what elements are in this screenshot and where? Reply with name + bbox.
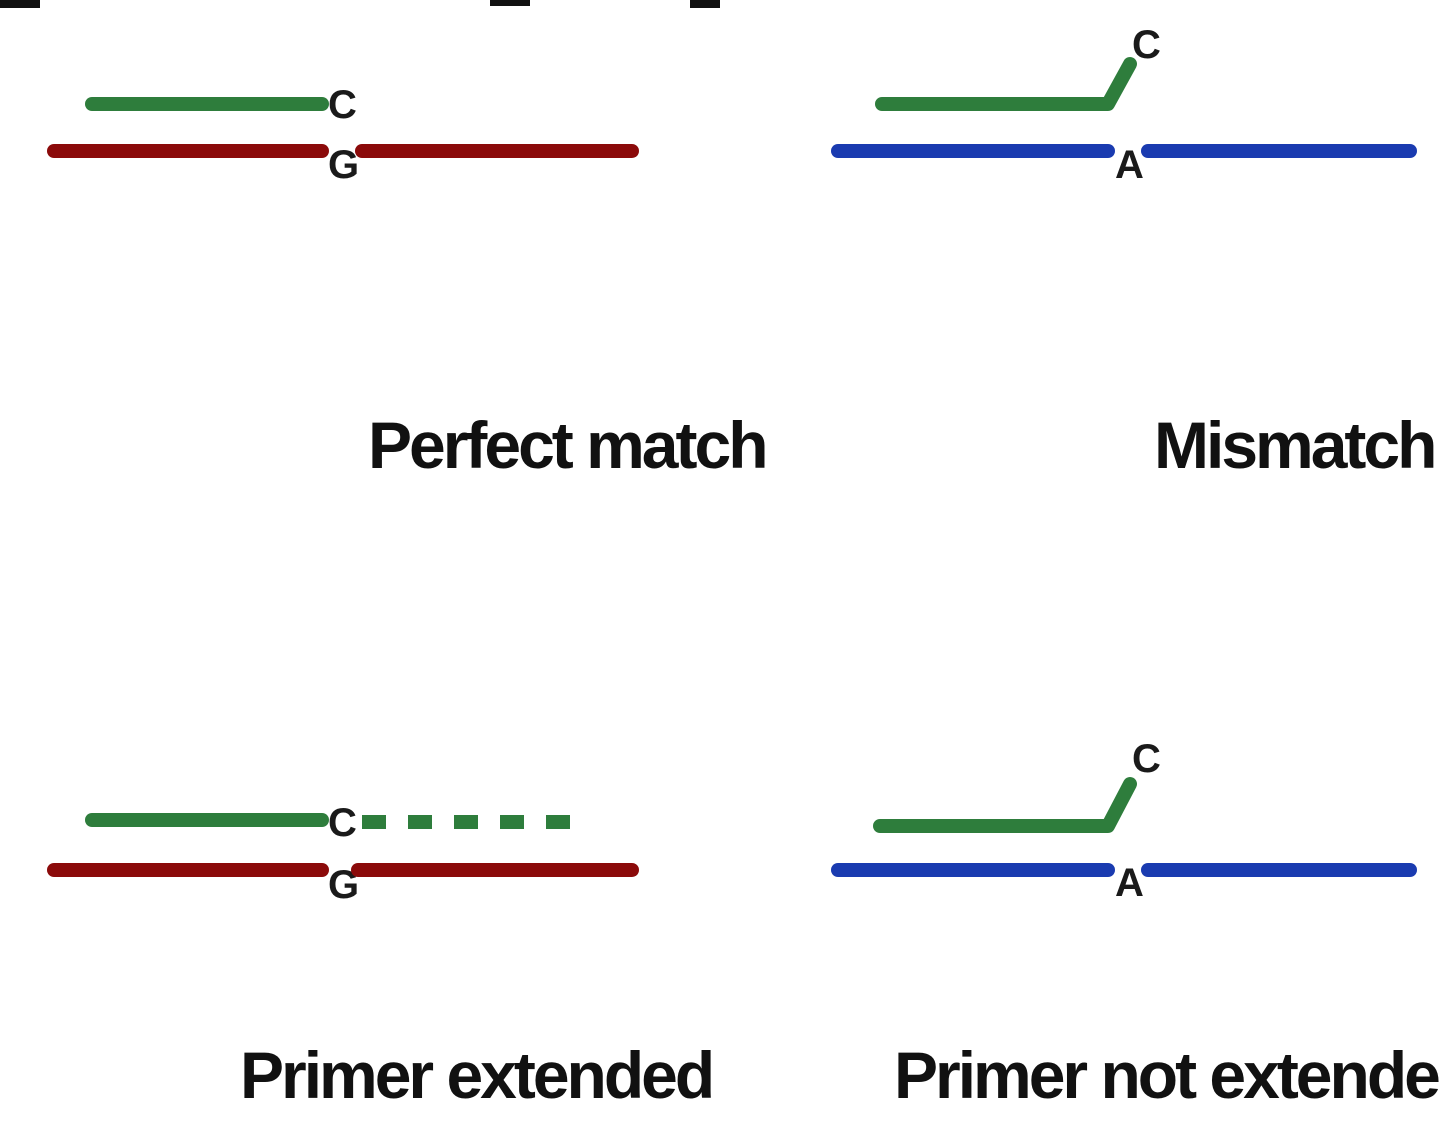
- panel-caption: Mismatch: [1154, 408, 1434, 482]
- clipped-heading-fragment-3: [690, 0, 720, 8]
- primer-strand-kinked: [875, 57, 1137, 111]
- panel-caption: Primer not extended: [894, 1038, 1440, 1112]
- clipped-heading-fragment-2: [490, 0, 530, 6]
- panel-primer-extended: C G Primer extended: [47, 801, 715, 1112]
- panel-perfect-match: C G Perfect match: [47, 83, 769, 482]
- panel-caption: Primer extended: [240, 1038, 712, 1112]
- panel-caption: Perfect match: [368, 408, 766, 482]
- panel-primer-not-extended: C A Primer not extended: [831, 737, 1440, 1112]
- primer-base-label: C: [328, 83, 357, 127]
- template-base-label: A: [1115, 861, 1144, 905]
- primer-base-label: C: [1132, 23, 1161, 67]
- template-base-label: A: [1115, 143, 1144, 187]
- primer-base-label: C: [328, 801, 357, 845]
- clipped-heading-fragment: [0, 0, 40, 8]
- template-base-label: G: [328, 143, 359, 187]
- panel-mismatch: C A Mismatch: [831, 23, 1437, 482]
- primer-base-label: C: [1132, 737, 1161, 781]
- primer-strand-kinked: [873, 777, 1137, 833]
